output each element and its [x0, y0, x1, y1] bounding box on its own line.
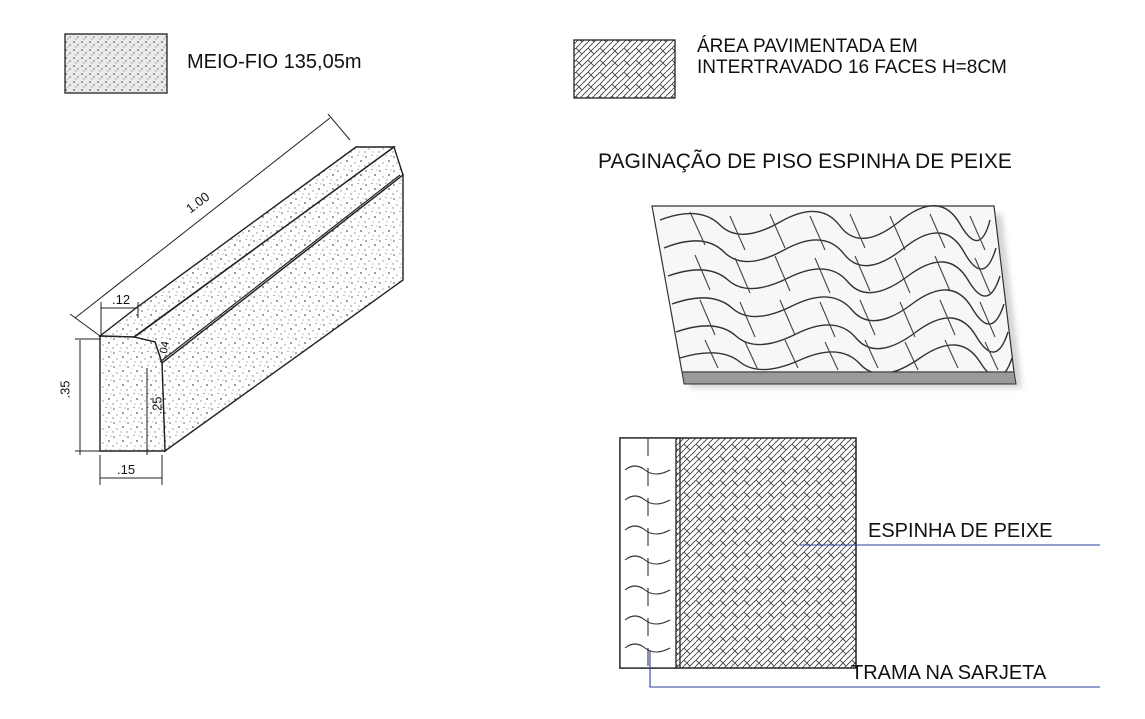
paging-title: PAGINAÇÃO DE PISO ESPINHA DE PEIXE	[598, 150, 1012, 173]
paver-legend-line2: INTERTRAVADO 16 FACES H=8CM	[697, 57, 1007, 78]
dimension-lines	[69, 113, 351, 485]
herringbone-paver-render	[651, 205, 1022, 388]
curb-isometric	[98, 145, 404, 453]
dim-top-width: .12	[112, 292, 131, 307]
paver-swatch	[573, 39, 676, 99]
paving-plan	[619, 437, 857, 669]
dim-base-width: .15	[117, 462, 136, 477]
paver-legend-line1: ÁREA PAVIMENTADA EM	[697, 36, 918, 57]
curb-edges	[135, 146, 401, 363]
gutter-pavers	[624, 438, 671, 668]
curb-swatch	[64, 33, 168, 94]
leader-lines	[649, 544, 1100, 688]
callout-gutter: TRAMA NA SARJETA	[851, 662, 1047, 684]
dim-face-height: .25	[149, 396, 165, 415]
curb-legend-label: MEIO-FIO 135,05m	[187, 51, 362, 73]
callout-herringbone: ESPINHA DE PEIXE	[868, 520, 1053, 542]
dim-height: .35	[57, 380, 73, 399]
paver-legend-label: ÁREA PAVIMENTADA EM INTERTRAVADO 16 FACE…	[697, 36, 1007, 78]
